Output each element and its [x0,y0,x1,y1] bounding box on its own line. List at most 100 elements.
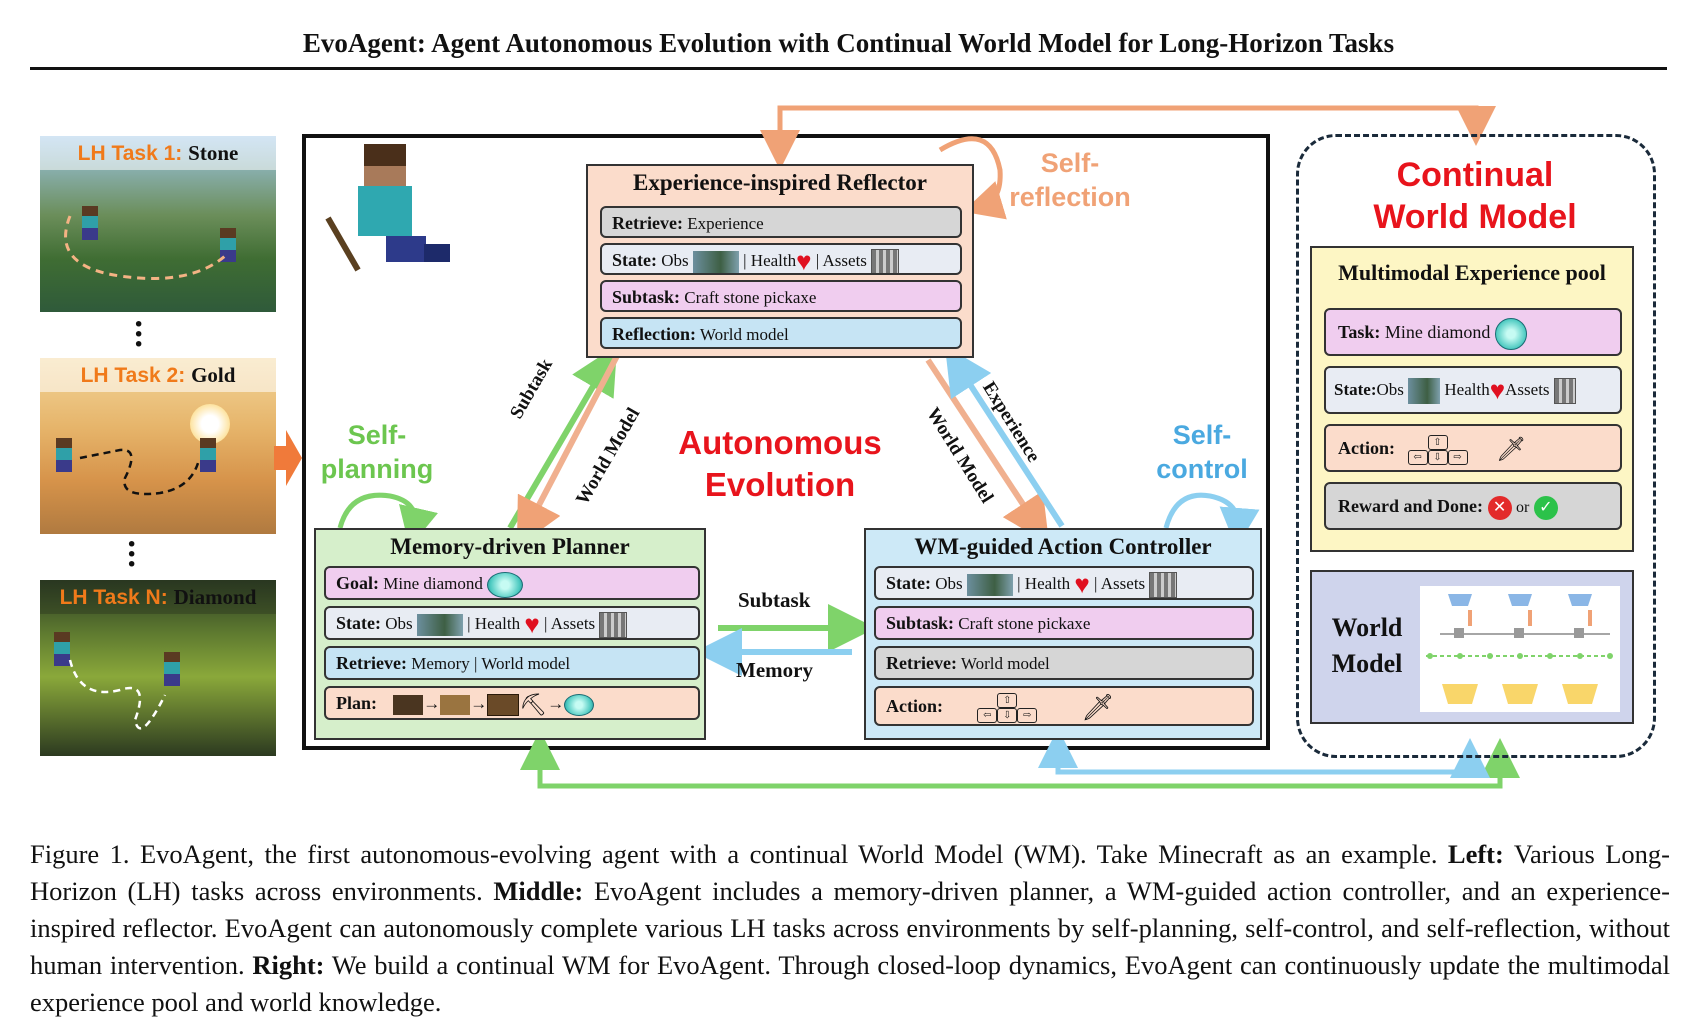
label-line: Self- [1040,148,1100,178]
row-value: | Health [467,614,521,633]
row-value: Obs [385,614,413,633]
path-arrow [68,659,167,730]
task-panel-gold: LH Task 2: Gold [40,358,276,534]
continual-world-model-frame [1296,134,1656,758]
label-line: control [1156,454,1248,484]
row-value: | Assets [544,614,596,633]
check-icon: ✓ [1533,495,1558,520]
observation-thumbnail [966,574,1013,597]
inventory-icon [1553,378,1576,405]
task-name: Gold [191,363,236,387]
sword-icon: 🗡 [1496,436,1527,463]
label-line: Continual [1396,156,1554,194]
paper-title: EvoAgent: Agent Autonomous Evolution wit… [302,28,1395,58]
heart-icon: ♥ [1074,570,1090,600]
sword-icon: 🗡 [1081,693,1115,723]
log-icon [393,695,424,716]
label-line: reflection [1009,182,1131,212]
row-label: Subtask: [612,287,681,307]
row-value: Obs [661,251,689,270]
self-control-label: Self-control [1142,418,1262,486]
steve-figure [56,438,72,472]
task-name: Stone [188,141,239,165]
label-line: planning [320,454,434,484]
label-line: World [1331,613,1403,642]
pool-reward-row: Reward and Done: ✕ or ✓ [1324,482,1622,530]
reflector-reflection-row: Reflection: World model [600,317,962,349]
steve-figure [164,652,180,686]
pool-task-row: Task: Mine diamond [1324,308,1622,356]
row-value: | Assets [1094,574,1146,593]
heart-icon: ♥ [796,247,812,275]
row-value: Memory | World model [411,654,571,673]
caption-middle-text: EvoAgent includes a memory-driven planne… [30,876,1670,980]
row-label: Task: [1338,322,1381,342]
pool-action-row: Action: ⇧⇦⇩⇨ 🗡 [1324,424,1622,472]
minecraft-agent-icon [325,144,450,280]
row-value: Mine diamond [1384,322,1491,342]
row-label: Plan: [336,693,378,713]
steve-figure [200,438,216,472]
row-value: Craft stone pickaxe [684,288,817,307]
controller-retrieve-row: Retrieve: World model [874,646,1254,680]
caption-right-text: We build a continual WM for EvoAgent. Th… [30,950,1670,1017]
row-label: Retrieve: [886,653,957,673]
reflector-box: Experience-inspired Reflector Retrieve: … [586,164,974,358]
world-model-diagram [1420,586,1620,712]
row-label: Retrieve: [336,653,407,673]
title-rule [30,67,1667,70]
inventory-icon [599,612,628,638]
keyboard-icon: ⇧⇦⇩⇨ [1407,434,1468,465]
caption-right-label: Right: [252,950,325,980]
row-label: State: [336,613,381,633]
row-value: World model [699,325,789,344]
row-value: World model [960,654,1050,673]
row-value: Assets [1505,380,1550,399]
row-label: Reflection: [612,324,696,344]
diamond-icon [564,694,595,717]
steve-figure [54,632,70,666]
row-value: Obs [1376,380,1404,399]
row-label: Reward and Done: [1338,496,1484,516]
controller-state-row: State: Obs | Health ♥ | Assets [874,566,1254,600]
row-value: Mine diamond [383,574,483,593]
crafting-table-icon [487,694,520,717]
task-name: Diamond [173,585,257,609]
row-label: State: [886,573,931,593]
row-value: | Health [743,251,797,270]
task-label: LH Task 2: Gold [40,358,276,392]
row-label: Action: [1338,438,1395,458]
pool-title: Multimodal Experience pool [1338,260,1606,285]
caption-left-text: Various Long-Horizon (LH) tasks across e… [30,839,1670,906]
row-value: | Assets [815,251,867,270]
figure-caption: Figure 1. EvoAgent, the first autonomous… [30,836,1670,1021]
row-label: Subtask: [886,613,955,633]
task-prefix: LH Task 1: [77,142,183,165]
self-planning-label: Self-planning [312,418,442,486]
row-label: Goal: [336,573,379,593]
experience-pool-box: Multimodal Experience pool Task: Mine di… [1310,246,1634,552]
controller-subtask-row: Subtask: Craft stone pickaxe [874,606,1254,640]
ellipsis: ··· [126,526,138,583]
pickaxe-icon: ⛏ [519,692,548,718]
controller-action-row: Action: ⇧⇦⇩⇨ 🗡 [874,686,1254,726]
row-value: Experience [687,214,764,233]
task-label: LH Task 1: Stone [40,136,276,170]
task-label: LH Task N: Diamond [40,580,276,614]
steve-figure [220,228,236,262]
heart-icon: ♥ [1489,376,1506,406]
caption-lead: Figure 1. EvoAgent, the first autonomous… [30,839,1438,869]
observation-thumbnail [416,614,463,637]
task-prefix: LH Task N: [59,586,168,609]
inventory-icon [871,249,900,273]
task-panel-stone: LH Task 1: Stone [40,136,276,312]
ellipsis: ··· [133,306,145,363]
planner-title: Memory-driven Planner [390,534,630,559]
row-value: Obs [935,574,963,593]
label-line: World Model [1373,198,1577,236]
world-model-network-icon [1426,594,1614,704]
task-prefix: LH Task 2: [80,364,186,387]
